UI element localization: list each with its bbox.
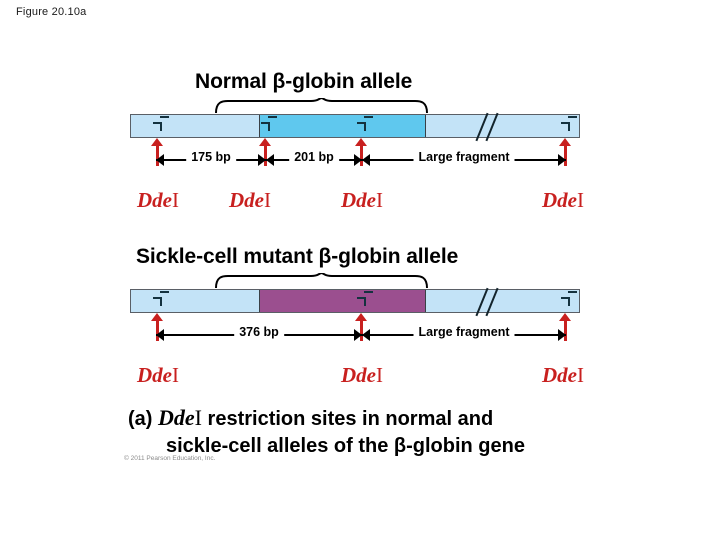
normal-exon-segment bbox=[259, 115, 426, 137]
sickle-exon-segment bbox=[259, 290, 426, 312]
caption-enzyme-italic: Dde bbox=[158, 405, 195, 430]
dna-break-symbol bbox=[475, 287, 502, 317]
fragment-201-label: 201 bp bbox=[289, 149, 339, 165]
fragment-175-measure: 175 bp bbox=[156, 149, 266, 168]
enzyme-label-ddei: DdeI bbox=[341, 363, 383, 388]
caption-enzyme-upright: I bbox=[194, 405, 202, 430]
enzyme-name-italic: Dde bbox=[229, 188, 264, 212]
enzyme-name-upright: I bbox=[577, 363, 584, 387]
fragment-large-label: Large fragment bbox=[413, 324, 515, 340]
enzyme-label-ddei: DdeI bbox=[137, 363, 179, 388]
restriction-cut-mark bbox=[357, 116, 373, 131]
enzyme-label-ddei: DdeI bbox=[229, 188, 271, 213]
fragment-175-label: 175 bp bbox=[186, 149, 236, 165]
caption-line2: sickle-cell alleles of the β-globin gene bbox=[166, 435, 525, 457]
sickle-allele-heading: Sickle-cell mutant β-globin allele bbox=[136, 245, 459, 268]
enzyme-name-upright: I bbox=[172, 188, 179, 212]
enzyme-name-italic: Dde bbox=[137, 363, 172, 387]
restriction-cut-mark bbox=[561, 116, 577, 131]
restriction-cut-mark bbox=[561, 291, 577, 306]
fragment-large-measure: Large fragment bbox=[362, 324, 566, 343]
fragment-201-measure: 201 bp bbox=[266, 149, 362, 168]
enzyme-label-ddei: DdeI bbox=[137, 188, 179, 213]
enzyme-name-upright: I bbox=[264, 188, 271, 212]
fragment-376-measure: 376 bp bbox=[156, 324, 362, 343]
normal-allele-heading: Normal β-globin allele bbox=[195, 70, 413, 93]
caption-line1-rest: restriction sites in normal and bbox=[201, 408, 494, 430]
enzyme-name-italic: Dde bbox=[341, 188, 376, 212]
enzyme-name-italic: Dde bbox=[137, 188, 172, 212]
enzyme-name-italic: Dde bbox=[542, 188, 577, 212]
restriction-cut-mark bbox=[357, 291, 373, 306]
enzyme-name-italic: Dde bbox=[542, 363, 577, 387]
figure-caption: (a) DdeI restriction sites in normal and… bbox=[128, 404, 628, 460]
fragment-large-measure: Large fragment bbox=[362, 149, 566, 168]
enzyme-label-ddei: DdeI bbox=[341, 188, 383, 213]
sickle-gene-brace bbox=[214, 273, 429, 288]
normal-allele-dna-bar bbox=[130, 112, 580, 142]
restriction-cut-mark bbox=[153, 291, 169, 306]
figure-number-label: Figure 20.10a bbox=[16, 6, 87, 18]
normal-gene-brace bbox=[214, 98, 429, 113]
caption-prefix: (a) bbox=[128, 408, 158, 430]
restriction-cut-mark bbox=[153, 116, 169, 131]
fragment-376-label: 376 bp bbox=[234, 324, 284, 340]
sickle-allele-dna-bar bbox=[130, 287, 580, 317]
restriction-cut-mark bbox=[261, 116, 277, 131]
enzyme-label-ddei: DdeI bbox=[542, 363, 584, 388]
enzyme-label-ddei: DdeI bbox=[542, 188, 584, 213]
enzyme-name-upright: I bbox=[172, 363, 179, 387]
enzyme-name-upright: I bbox=[376, 188, 383, 212]
enzyme-name-italic: Dde bbox=[341, 363, 376, 387]
enzyme-name-upright: I bbox=[376, 363, 383, 387]
enzyme-name-upright: I bbox=[577, 188, 584, 212]
copyright-notice: © 2011 Pearson Education, Inc. bbox=[124, 455, 216, 462]
fragment-large-label: Large fragment bbox=[413, 149, 515, 165]
dna-break-symbol bbox=[475, 112, 502, 142]
